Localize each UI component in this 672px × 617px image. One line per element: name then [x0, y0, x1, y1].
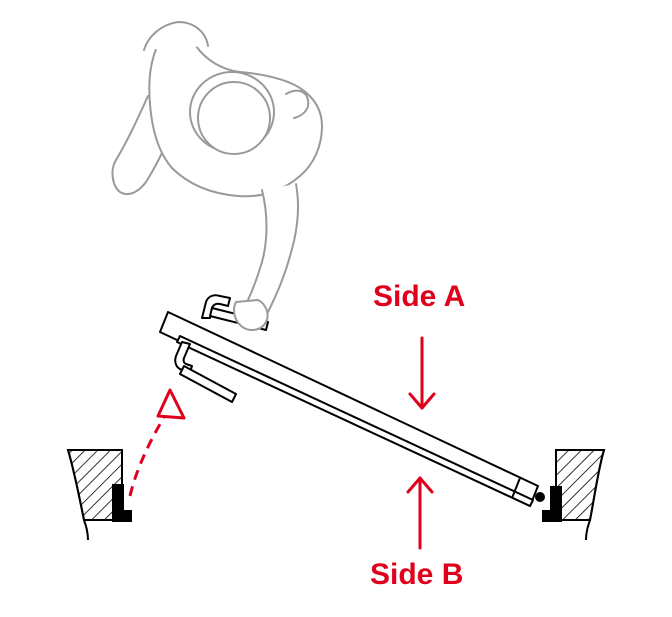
side-a-arrow-icon: [408, 336, 436, 410]
door-handle-icon: [174, 341, 237, 403]
right-door-frame: [542, 449, 606, 541]
person-top-view-icon: [111, 21, 323, 313]
hinge-icon: [535, 492, 545, 502]
door-leaf: [159, 311, 539, 507]
side-b-arrow-icon: [406, 476, 434, 550]
side-b-label: Side B: [370, 558, 464, 591]
person-hand-icon: [233, 299, 269, 331]
left-door-frame: [66, 449, 132, 541]
door-swing-arrow: [128, 388, 186, 497]
side-a-label: Side A: [373, 280, 466, 313]
